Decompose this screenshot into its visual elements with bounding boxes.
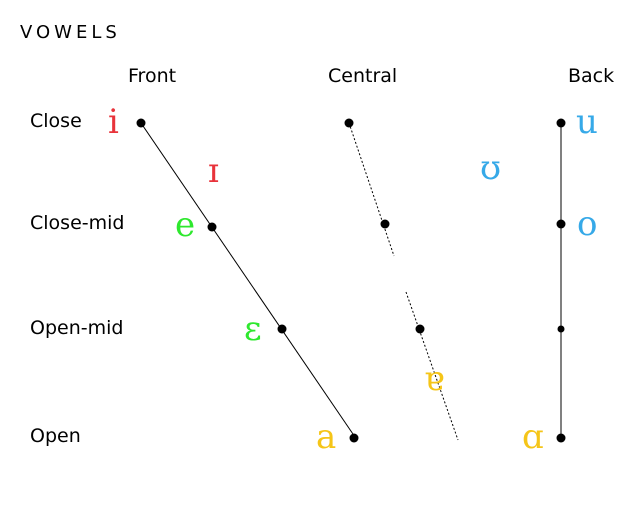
row-close-label: Close: [30, 110, 82, 132]
vowel-symbol-turned-a: ɐ: [424, 359, 444, 399]
column-central-label: Central: [328, 65, 397, 87]
column-front-label: Front: [128, 65, 176, 87]
dot-close-mid-back: [556, 219, 566, 229]
vowel-symbol-u: u: [576, 102, 598, 142]
dot-open-mid-central: [415, 324, 425, 334]
dot-close-mid-central: [380, 219, 390, 229]
dot-open-front: [349, 433, 359, 443]
vowel-symbol-i: i: [108, 102, 119, 142]
column-back-label: Back: [568, 65, 614, 87]
vowel-symbol-o: o: [577, 204, 597, 244]
vowel-trapezoid: [140, 122, 562, 441]
central-line-upper: [348, 122, 395, 257]
vowel-symbol-open-e: ɛ: [244, 309, 262, 349]
vowel-symbol-a: a: [316, 417, 336, 457]
row-open-mid-label: Open-mid: [30, 317, 123, 339]
vowel-dots: [136, 118, 566, 443]
dot-close-mid-front: [207, 222, 217, 232]
row-open-label: Open: [30, 425, 81, 447]
dot-open-back: [556, 433, 566, 443]
dot-open-mid-front: [277, 324, 287, 334]
dot-open-mid-back: [557, 325, 565, 333]
vowel-symbol-script-a: ɑ: [522, 417, 544, 457]
dot-close-central: [344, 118, 354, 128]
dot-close-front: [136, 118, 146, 128]
vowel-symbol-small-capital-i: ɪ: [208, 151, 219, 191]
vowel-symbol-e: e: [175, 205, 195, 245]
vowel-symbol-upsilon: ʊ: [480, 148, 501, 188]
front-line: [140, 122, 356, 438]
chart-title: VOWELS: [20, 22, 121, 43]
dot-close-back: [556, 118, 566, 128]
row-close-mid-label: Close-mid: [30, 212, 124, 234]
